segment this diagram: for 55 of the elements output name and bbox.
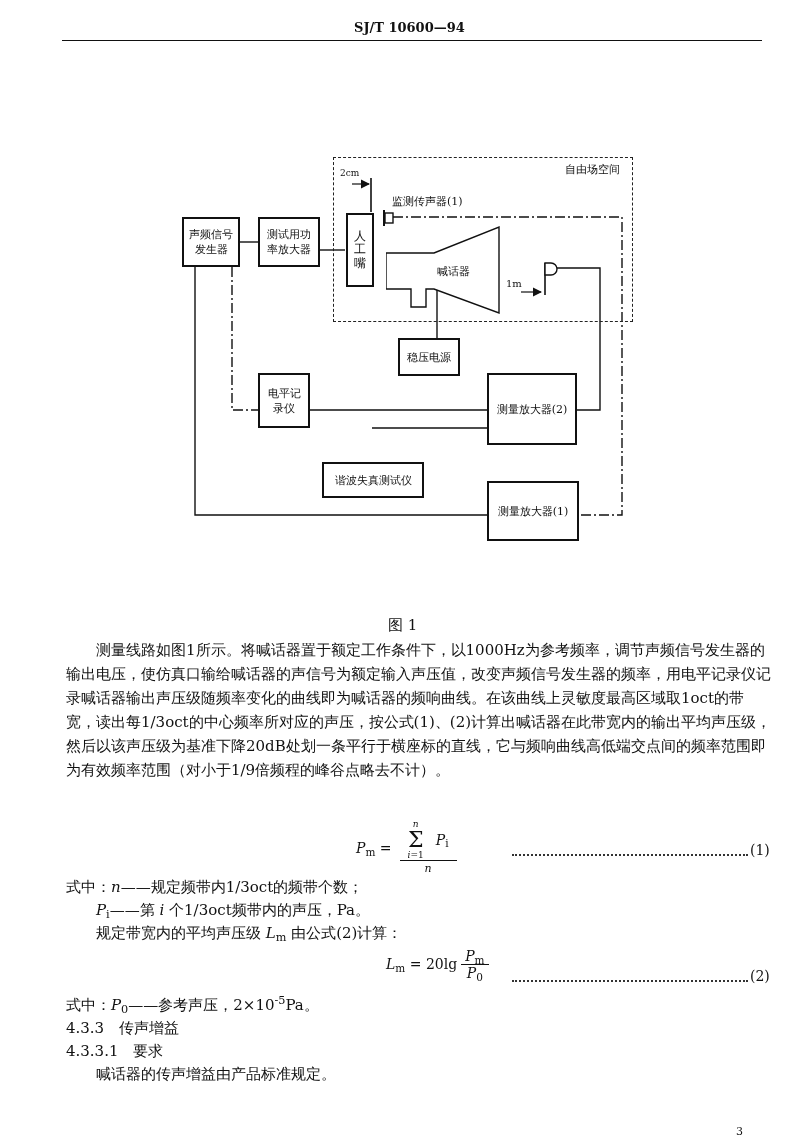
text-line: P$_{i}$——第 i 个1/3oct频带内的声压，Pa。 xyxy=(95,900,372,922)
figure-caption: 图 1 xyxy=(388,615,418,636)
section-heading: 4.3.3.1 要求 xyxy=(66,1041,165,1062)
connector-line xyxy=(556,267,601,411)
formula-term: L$_{m}$ = 20lg xyxy=(386,955,458,975)
node-label: 人工嘴 xyxy=(354,230,366,270)
dimension-label: 1m xyxy=(506,278,522,290)
connector-line xyxy=(309,409,488,411)
microphone-icon xyxy=(380,210,394,226)
formula-term: P$_{i}$ xyxy=(435,830,449,851)
section-heading: 4.3.3 传声增益 xyxy=(66,1018,181,1039)
document-header: SJ/T 10600—94 xyxy=(354,19,465,37)
process-box xyxy=(182,217,240,267)
text-line: 规定带宽内的平均声压级 L$_{m}$ 由公式(2)计算： xyxy=(95,923,404,945)
connector-line xyxy=(436,289,438,339)
connector-line xyxy=(371,427,488,429)
dashed-region xyxy=(333,157,633,322)
process-box xyxy=(398,338,460,376)
connector-line xyxy=(392,216,623,516)
formula-term: P$_{m}$ xyxy=(461,948,489,965)
process-box xyxy=(258,217,320,267)
process-box xyxy=(487,373,577,445)
text-line: 式中：n——规定频带内1/3oct的频带个数； xyxy=(66,877,365,898)
body-paragraph: 测量线路如图1所示。将喊话器置于额定工作条件下，以1000Hz为参考频率，调节声频信号发生器的输出电压，使仿真口输给喊话器的声信号为额定输入声压值，改变声频信号发生器的频率，用电平记录仪记录喊话器输出声压级随频率变化的曲线即为喊话器的频响曲线。在该曲线上灵敏度最高区域取1oct的带宽，读出每1/3oct的中心频率所对应的声压，按公式(1)、(2)计算出喊话器在此带宽内的输出平均声压级，然后以该声压级为基准下降20dB处划一条平行于横座标的直线，它与频响曲线高低端交点间的频率范围即为有效频率范围（对小于1/9倍频程的峰谷点略去不计）。 xyxy=(66,640,772,781)
formula-term: i=1 xyxy=(407,851,424,860)
microphone-label: 监测传声器(1) xyxy=(392,194,463,210)
connector-line xyxy=(194,266,488,516)
sum-sign: Σ xyxy=(407,829,424,851)
formula-term: P$_{m}$ = xyxy=(356,839,392,860)
formula-term: n xyxy=(412,820,419,829)
process-box xyxy=(346,213,374,287)
text-line: 喊话器的传声增益由产品标准规定。 xyxy=(95,1064,337,1085)
node-label: 测试用功率放大器 xyxy=(266,227,312,257)
microphone-icon xyxy=(542,261,558,295)
node-label: 谐波失真测试仪 xyxy=(334,472,412,488)
equation-number: (2) xyxy=(512,966,770,987)
dimension-label: 2cm xyxy=(340,168,360,179)
process-box xyxy=(258,373,310,428)
page-number: 3 xyxy=(736,1124,743,1140)
formula-term: P$_{0}$ xyxy=(466,965,483,981)
equation-number: (1) xyxy=(512,840,770,861)
node-label: 稳压电源 xyxy=(407,349,451,365)
process-box xyxy=(322,462,424,498)
connector-line xyxy=(239,241,259,243)
node-label: 喊话器 xyxy=(437,265,470,278)
node-label: 测量放大器(1) xyxy=(497,503,569,519)
formula-term: n xyxy=(424,861,432,877)
text-line: 式中：P$_{0}$——参考声压，2×10$^{-5}$Pa。 xyxy=(66,994,320,1017)
connector-line xyxy=(231,266,259,411)
node-label: 声频信号发生器 xyxy=(188,227,234,257)
process-box xyxy=(487,481,579,541)
node-label: 测量放大器(2) xyxy=(496,401,568,417)
connector-line xyxy=(319,249,346,251)
node-label: 自由场空间 xyxy=(565,162,620,178)
node-label: 电平记录仪 xyxy=(266,385,302,416)
